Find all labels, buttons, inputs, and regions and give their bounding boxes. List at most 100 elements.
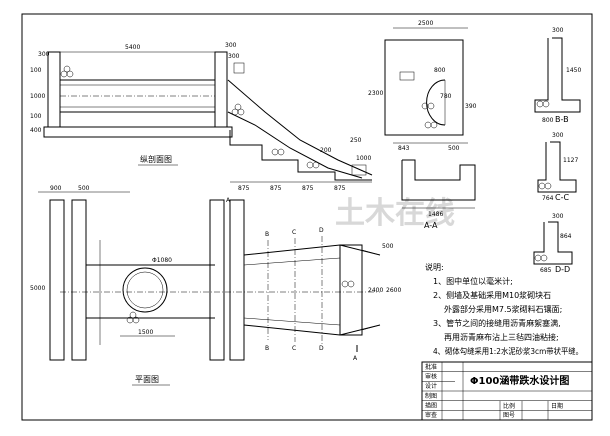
svg-text:A: A — [226, 197, 231, 204]
note-3: 3、管节之间的接缝用沥青麻絮塞满, — [433, 318, 561, 328]
note-2: 2、侧墙及基础采用M10浆砌块石 — [433, 290, 551, 300]
outlet-lower — [243, 324, 381, 336]
svg-text:图号: 图号 — [503, 412, 515, 419]
svg-text:800: 800 — [434, 67, 446, 74]
drop-chute-bottom — [227, 111, 363, 179]
drawing-title: Φ100涵带跌水设计图 — [470, 374, 569, 387]
svg-text:250: 250 — [350, 137, 362, 144]
section-dd-label: D-D — [555, 265, 570, 274]
note-1: 1、图中单位以毫米计; — [433, 276, 513, 286]
svg-text:批准: 批准 — [425, 363, 437, 371]
profile-title: 纵剖面图 — [140, 154, 172, 164]
drop-steps — [229, 130, 372, 181]
svg-text:审查: 审查 — [425, 411, 437, 419]
svg-text:500: 500 — [382, 243, 394, 250]
outlet-box — [339, 244, 363, 336]
svg-text:制图: 制图 — [425, 392, 437, 400]
svg-text:843: 843 — [398, 145, 410, 152]
svg-text:685: 685 — [540, 267, 552, 274]
svg-text:780: 780 — [440, 93, 452, 100]
section-bb: 300 1450 800 B-B — [534, 27, 581, 124]
svg-text:300: 300 — [552, 213, 564, 220]
svg-text:300: 300 — [552, 132, 564, 139]
svg-text:审核: 审核 — [425, 373, 437, 381]
svg-text:875: 875 — [334, 185, 346, 192]
svg-text:300: 300 — [225, 42, 237, 49]
section-dd: 300 864 685 D-D — [533, 213, 573, 274]
svg-text:500: 500 — [78, 185, 90, 192]
svg-text:1450: 1450 — [566, 67, 581, 74]
svg-text:D: D — [319, 345, 324, 352]
svg-text:1486: 1486 — [428, 211, 443, 218]
note-4: 4、砌体勾缝采用1:2水泥砂浆3cm带状平缝。 — [433, 346, 583, 356]
svg-text:864: 864 — [560, 233, 572, 240]
svg-text:2300: 2300 — [368, 90, 383, 97]
note-3b: 再用沥青麻布沾上三毡四油粘接; — [444, 332, 559, 342]
plan-pipe — [122, 267, 168, 313]
section-cc: 300 1127 764 C-C — [537, 132, 578, 202]
svg-text:2600: 2600 — [386, 287, 401, 294]
svg-text:875: 875 — [302, 185, 314, 192]
svg-text:D: D — [319, 227, 324, 234]
plan-title: 平面图 — [135, 375, 159, 384]
section-cc-label: C-C — [555, 193, 569, 202]
svg-text:100: 100 — [30, 67, 42, 74]
dim-5400: 5400 — [125, 44, 140, 51]
svg-text:900: 900 — [50, 185, 62, 192]
aa-base — [401, 159, 476, 201]
plan-view: 900 500 5000 Φ1080 1500 B C D B C — [30, 185, 401, 386]
profile-foundation — [43, 126, 233, 138]
svg-text:1000: 1000 — [30, 93, 45, 100]
section-aa: 2500 800 780 2300 390 843 500 1486 A-A — [368, 20, 477, 230]
svg-text:C: C — [292, 229, 296, 236]
section-bb-label: B-B — [555, 115, 569, 124]
drop-chute-top — [227, 79, 373, 176]
svg-text:5000: 5000 — [30, 285, 45, 292]
svg-text:200: 200 — [320, 147, 332, 154]
headwall-left — [47, 51, 61, 128]
svg-text:描图: 描图 — [425, 402, 437, 410]
title-block: 批准 审核 设计 制图 描图 审查 比例 日期 图号 Φ100涵带跌水设计图 — [421, 361, 593, 421]
plan-wall-left-2 — [71, 199, 87, 361]
svg-text:300: 300 — [38, 51, 50, 58]
svg-text:1127: 1127 — [563, 157, 578, 164]
aa-outline — [384, 39, 464, 136]
outlet-upper — [243, 244, 381, 256]
svg-text:875: 875 — [238, 185, 250, 192]
svg-text:C: C — [292, 345, 296, 352]
note-2b: 外露部分采用M7.5浆砌料石镶面; — [444, 304, 562, 314]
svg-text:390: 390 — [465, 103, 477, 110]
svg-text:2500: 2500 — [418, 20, 433, 27]
svg-text:1000: 1000 — [356, 155, 371, 162]
svg-text:B: B — [265, 231, 269, 238]
svg-text:A: A — [353, 355, 358, 362]
svg-text:1500: 1500 — [138, 329, 153, 336]
aa-pipe-arc — [426, 79, 446, 126]
watermark: 土木在线 — [335, 196, 455, 231]
plan-wall-left-1 — [49, 199, 65, 361]
svg-text:设计: 设计 — [425, 382, 437, 390]
plan-wall-right-2 — [229, 199, 245, 361]
notes-block: 说明: 1、图中单位以毫米计; 2、侧墙及基础采用M10浆砌块石 外露部分采用M… — [425, 262, 583, 356]
svg-text:500: 500 — [448, 145, 460, 152]
headwall-right — [214, 51, 228, 128]
svg-text:800: 800 — [542, 117, 554, 124]
notes-heading: 说明: — [425, 262, 444, 272]
svg-text:300: 300 — [228, 53, 240, 60]
section-aa-label: A-A — [424, 221, 438, 230]
plan-wall-right-1 — [209, 199, 225, 361]
profile-view: 5400 300 300 100 1000 100 400 300 875 87… — [30, 42, 373, 192]
svg-text:400: 400 — [30, 127, 42, 134]
svg-text:300: 300 — [552, 27, 564, 34]
svg-text:Φ1080: Φ1080 — [152, 257, 172, 264]
svg-text:日期: 日期 — [551, 402, 563, 410]
svg-text:100: 100 — [30, 113, 42, 120]
svg-text:2400: 2400 — [368, 287, 383, 294]
svg-text:B: B — [265, 345, 269, 352]
svg-text:764: 764 — [542, 195, 554, 202]
svg-text:875: 875 — [270, 185, 282, 192]
svg-text:比例: 比例 — [503, 402, 515, 410]
sheet-border — [21, 13, 593, 421]
